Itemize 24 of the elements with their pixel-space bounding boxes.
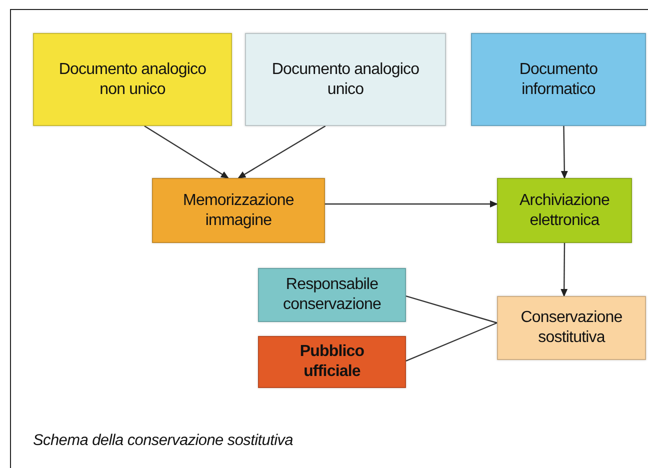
caption: Schema della conservazione sostitutiva (33, 432, 293, 450)
node-label: Responsabile conservazione (282, 275, 382, 315)
node-label: Memorizzazione immagine (182, 190, 295, 230)
arrow (238, 125, 326, 179)
node-label: Documento informatico (518, 60, 599, 100)
process-box (497, 178, 632, 243)
arrow (560, 243, 568, 297)
role-box (258, 268, 406, 322)
arrow (144, 126, 229, 179)
node-label: Conservazione sostitutiva (520, 308, 624, 348)
arrow (560, 126, 568, 179)
role-box (258, 336, 406, 388)
process-box (497, 296, 646, 360)
node-label: Archiviazione elettronica (518, 190, 610, 230)
connector-line (406, 296, 498, 324)
node-label: Documento analogico unico (270, 60, 420, 100)
process-box (152, 178, 325, 243)
document-box (471, 33, 646, 126)
connector-line (406, 322, 498, 362)
node-label: Documento analogico non unico (58, 60, 208, 100)
node-label: Pubblico ufficiale (298, 342, 366, 382)
document-box (245, 33, 446, 126)
arrow (325, 200, 498, 208)
document-box (33, 33, 232, 126)
